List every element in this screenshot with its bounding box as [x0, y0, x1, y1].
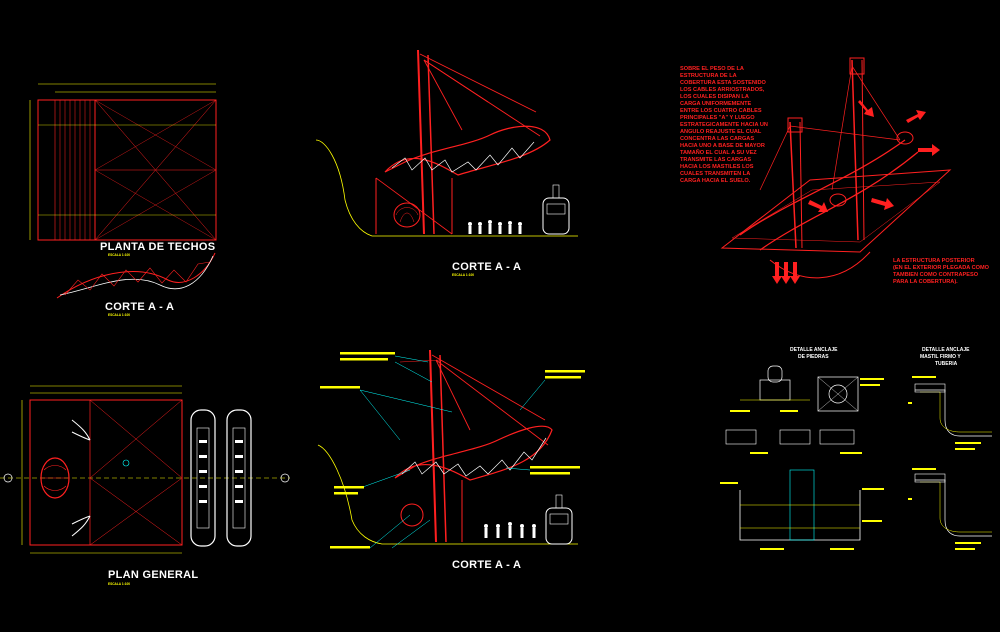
note-line: LOS CABLES ARRIOSTRADOS, [680, 87, 765, 93]
note-line: HACIA UNO A BASE DE MAYOR [680, 143, 765, 149]
note-line: LOS CUALES DISIPAN LA [680, 94, 749, 100]
section-bottom: CORTE A - A [317, 349, 585, 571]
note-line: COBERTURA ESTA SOSTENIDO [680, 80, 767, 86]
section-bottom-title: CORTE A - A [452, 559, 521, 571]
note-line: TAMAÑO EL CUAL A SU VEZ [680, 149, 757, 156]
section-top-scale: ESCALA 1:100 [452, 273, 474, 277]
note-line: CONCENTRA LAS CARGAS [680, 136, 754, 142]
small-section-scale: ESCALA 1:100 [108, 313, 130, 317]
detail1-title-line2: DE PIEDRAS [798, 354, 829, 360]
note-line: ESTRATEGICAMENTE HACIA UN [680, 122, 768, 128]
structure-3d-view: SOBRE EL PESO DE LA ESTRUCTURA DE LA COB… [680, 57, 991, 285]
note-line: CARGA UNIFORMEMENTE [680, 101, 752, 107]
detail2-title-line1: DETALLE ANCLAJE [922, 347, 970, 353]
roof-plan: PLANTA DE TECHOS ESCALA 1:100 [29, 83, 217, 257]
roof-plan-title: PLANTA DE TECHOS [100, 241, 215, 253]
anchor-detail-mast: DETALLE ANCLAJE MASTIL FIRMO Y TUBERIA [908, 347, 992, 550]
note-line: CARGA HACIA EL SUELO. [680, 178, 751, 184]
note-line: PARA LA COBERTURA). [893, 279, 958, 285]
general-plan-title: PLAN GENERAL [108, 569, 198, 581]
roof-plan-scale: ESCALA 1:100 [108, 253, 130, 257]
note-line: (EN EL EXTERIOR PLEGADA COMO [893, 265, 990, 271]
note-line: ANGULO REAJUSTE EL CUAL [680, 129, 762, 135]
general-plan: PLAN GENERAL ESCALA 1:100 [0, 385, 290, 586]
detail2-title-line3: TUBERIA [935, 361, 958, 367]
section-top-title: CORTE A - A [452, 261, 521, 273]
note-line: TAMBIEN COMO CONTRAPESO [893, 272, 979, 278]
general-plan-scale: ESCALA 1:100 [108, 582, 130, 586]
note-line: ENTRE LOS CUATRO CABLES [680, 108, 762, 114]
section-top: CORTE A - A ESCALA 1:100 [315, 49, 578, 277]
note-line: TRANSMITE LAS CARGAS [680, 157, 751, 163]
counterweight-note: LA ESTRUCTURA POSTERIOR (EN EL EXTERIOR … [893, 258, 991, 285]
small-wave-section: CORTE A - A ESCALA 1:100 [56, 252, 216, 317]
note-line: CUALES TRANSMITEN LA [680, 171, 750, 177]
note-line: ESTRUCTURA DE LA [680, 73, 737, 79]
detail1-title-line1: DETALLE ANCLAJE [790, 347, 838, 353]
structure-note: SOBRE EL PESO DE LA ESTRUCTURA DE LA COB… [680, 66, 770, 184]
note-line: SOBRE EL PESO DE LA [680, 66, 744, 72]
detail2-title-line2: MASTIL FIRMO Y [920, 354, 961, 360]
note-line: HACIA LOS MASTILES LOS [680, 164, 754, 170]
anchor-detail-stones: DETALLE ANCLAJE DE PIEDRAS [720, 347, 884, 550]
small-section-title: CORTE A - A [105, 301, 174, 313]
note-line: PRINCIPALES "A" Y LUEGO [680, 115, 755, 121]
note-line: LA ESTRUCTURA POSTERIOR [893, 258, 975, 264]
